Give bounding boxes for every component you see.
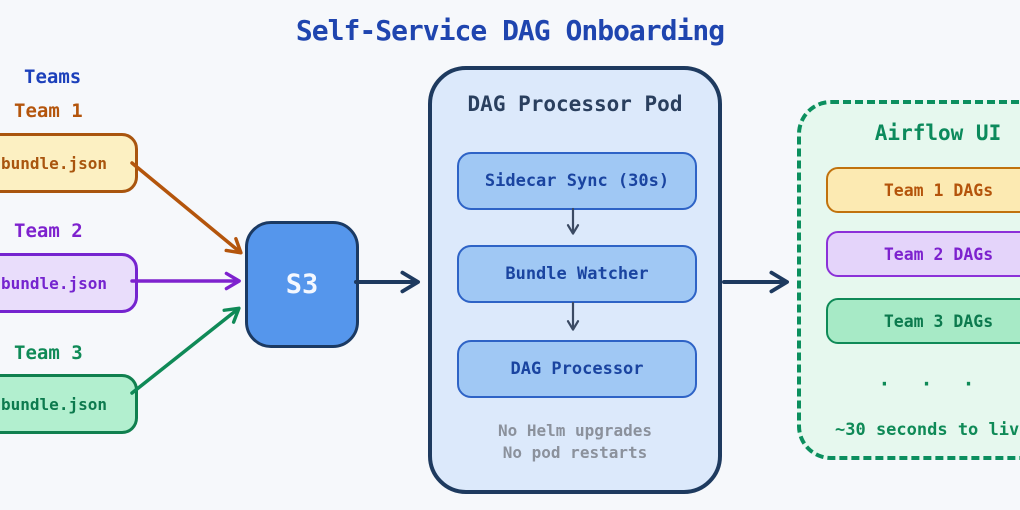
- diagram-title: Self-Service DAG Onboarding: [295, 14, 725, 47]
- pod-note-2: No pod restarts: [502, 442, 648, 462]
- team-3-bundle-label: bundle.json: [1, 394, 107, 414]
- team-3-bundle-node: bundle.json: [0, 374, 138, 434]
- s3-node: S3: [245, 221, 359, 348]
- pod-notes: No Helm upgrades No pod restarts: [432, 420, 718, 463]
- latency-footnote: ~30 seconds to live: [835, 420, 1020, 440]
- airflow-ui-panel: Airflow UI Team 1 DAGs Team 2 DAGs Team …: [797, 100, 1020, 460]
- dag-processor-pod: DAG Processor Pod Sidecar Sync (30s) Bun…: [428, 66, 722, 494]
- team-3-dags-label: Team 3 DAGs: [883, 311, 994, 331]
- team-1-bundle-node: bundle.json: [0, 133, 138, 193]
- team-2-dags-label: Team 2 DAGs: [883, 244, 994, 264]
- bundle-watcher-label: Bundle Watcher: [505, 264, 649, 284]
- arrow-team3-to-s3: [130, 306, 241, 395]
- team-1-dags-node: Team 1 DAGs: [826, 167, 1020, 213]
- s3-label: S3: [285, 269, 319, 300]
- team-2-label: Team 2: [14, 220, 83, 242]
- dag-processor-label: DAG Processor: [510, 359, 644, 379]
- team-3-dags-node: Team 3 DAGs: [826, 298, 1020, 344]
- pod-note-1: No Helm upgrades: [497, 421, 653, 440]
- sidecar-sync-node: Sidecar Sync (30s): [457, 152, 697, 210]
- pod-title: DAG Processor Pod: [467, 92, 683, 116]
- team-1-dags-label: Team 1 DAGs: [883, 180, 994, 200]
- team-2-bundle-label: bundle.json: [1, 273, 107, 293]
- sidecar-sync-label: Sidecar Sync (30s): [484, 171, 670, 191]
- team-3-label: Team 3: [14, 342, 83, 364]
- dag-processor-node: DAG Processor: [457, 340, 697, 398]
- team-2-dags-node: Team 2 DAGs: [826, 231, 1020, 277]
- more-dags-ellipsis: · · ·: [878, 372, 984, 396]
- team-1-bundle-label: bundle.json: [1, 153, 107, 173]
- airflow-ui-title: Airflow UI: [874, 121, 1002, 145]
- team-2-bundle-node: bundle.json: [0, 253, 138, 313]
- team-1-label: Team 1: [14, 100, 83, 122]
- teams-heading: Teams: [24, 66, 82, 88]
- arrow-team1-to-s3: [130, 161, 243, 255]
- bundle-watcher-node: Bundle Watcher: [457, 245, 697, 303]
